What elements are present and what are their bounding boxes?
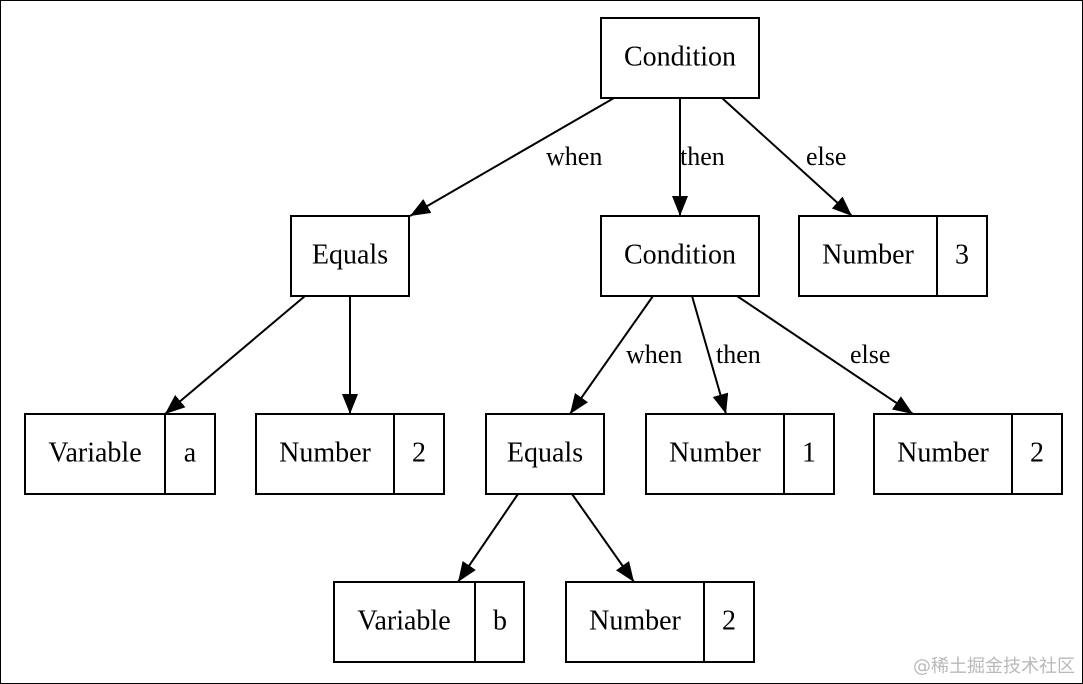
node-box-condition-2 bbox=[600, 215, 760, 297]
node-value-variable-a: a bbox=[184, 438, 197, 469]
node-value-number-2-else: 2 bbox=[1030, 438, 1044, 469]
node-box-number-1 bbox=[645, 413, 835, 495]
node-value-number-2-b: 2 bbox=[722, 606, 736, 637]
node-label-number-2-b: Number bbox=[589, 606, 681, 637]
node-value-number-2-a: 2 bbox=[412, 438, 426, 469]
node-box-variable-b bbox=[333, 581, 525, 663]
edge-label-cond2-else: else bbox=[850, 340, 890, 369]
node-label-number-2-a: Number bbox=[279, 438, 371, 469]
node-box-number-2-b bbox=[565, 581, 755, 663]
edge-label-root-else: else bbox=[806, 142, 846, 171]
edge-equals2-left bbox=[457, 493, 519, 583]
edge-label-cond2-then: then bbox=[716, 340, 761, 369]
node-box-equals-2 bbox=[485, 413, 605, 495]
node-label-variable-a: Variable bbox=[48, 438, 141, 469]
node-box-number-3 bbox=[798, 215, 988, 297]
node-label-number-2-else: Number bbox=[897, 438, 989, 469]
node-label-root-condition: Condition bbox=[624, 42, 736, 73]
edge-root-else bbox=[721, 97, 853, 217]
node-box-variable-a bbox=[24, 413, 216, 495]
edge-cond2-then bbox=[691, 295, 729, 415]
node-box-equals-1 bbox=[290, 215, 410, 297]
node-label-number-1: Number bbox=[669, 438, 761, 469]
node-label-equals-1: Equals bbox=[312, 240, 388, 271]
node-value-number-1: 1 bbox=[802, 438, 816, 469]
edge-equals1-left bbox=[164, 295, 306, 415]
edge-root-when bbox=[409, 97, 615, 217]
node-box-root-condition bbox=[600, 17, 760, 99]
node-label-condition-2: Condition bbox=[624, 240, 736, 271]
edge-cond2-else bbox=[736, 295, 914, 415]
watermark-text: @稀土掘金技术社区 bbox=[913, 656, 1075, 677]
node-value-variable-b: b bbox=[493, 606, 507, 637]
edge-cond2-when bbox=[569, 295, 654, 415]
node-label-equals-2: Equals bbox=[507, 438, 583, 469]
node-label-variable-b: Variable bbox=[357, 606, 450, 637]
edge-label-root-then: then bbox=[680, 142, 725, 171]
node-label-number-3: Number bbox=[822, 240, 914, 271]
node-value-number-3: 3 bbox=[955, 240, 969, 271]
edge-label-root-when: when bbox=[546, 142, 602, 171]
node-box-number-2-a bbox=[255, 413, 445, 495]
node-box-number-2-else bbox=[873, 413, 1063, 495]
edge-equals2-right bbox=[571, 493, 635, 583]
edge-label-cond2-when: when bbox=[626, 340, 682, 369]
